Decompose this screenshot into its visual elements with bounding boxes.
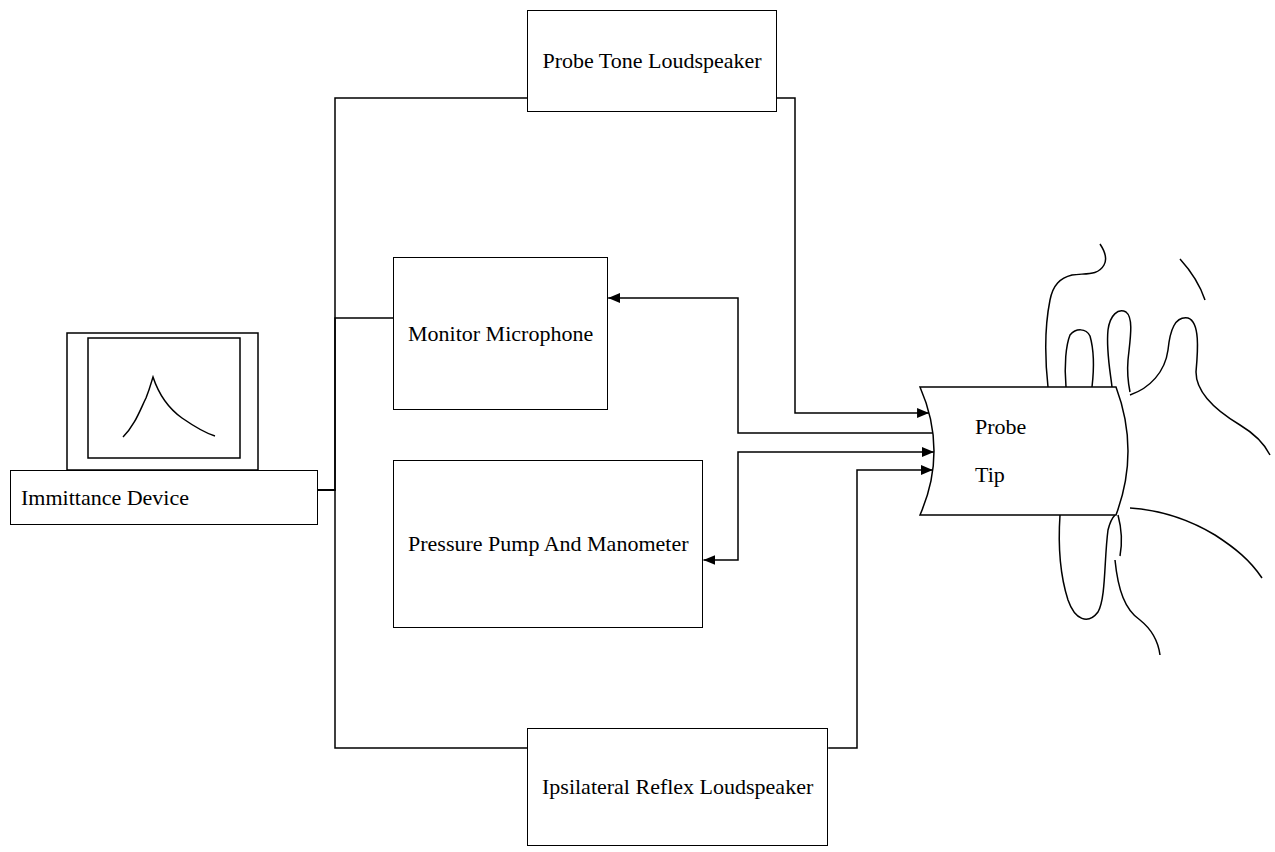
node-label: Probe Tip <box>975 403 1045 500</box>
loudspeaker-box: Ipsilateral Reflex Loudspeaker <box>527 728 828 846</box>
node-label: Monitor Microphone <box>408 319 593 349</box>
pump-box: Pressure Pump And Manometer <box>393 460 703 628</box>
node-label: Immittance Device <box>21 483 307 513</box>
probe-tip-outline <box>920 387 1130 515</box>
loudspeaker-box: Probe Tone Loudspeaker <box>527 10 777 112</box>
device-box: Immittance Device <box>10 470 318 525</box>
node-label: Pressure Pump And Manometer <box>408 529 688 559</box>
connector <box>608 298 933 433</box>
connector <box>777 98 929 413</box>
probe-tip: Probe Tip <box>920 387 1130 515</box>
node-label: Probe Tone Loudspeaker <box>542 46 762 76</box>
connector <box>703 452 934 560</box>
microphone-box: Monitor Microphone <box>393 257 608 410</box>
computer-monitor <box>67 333 258 470</box>
node-label: Ipsilateral Reflex Loudspeaker <box>542 772 813 802</box>
connector <box>318 318 393 490</box>
connector <box>828 470 933 748</box>
